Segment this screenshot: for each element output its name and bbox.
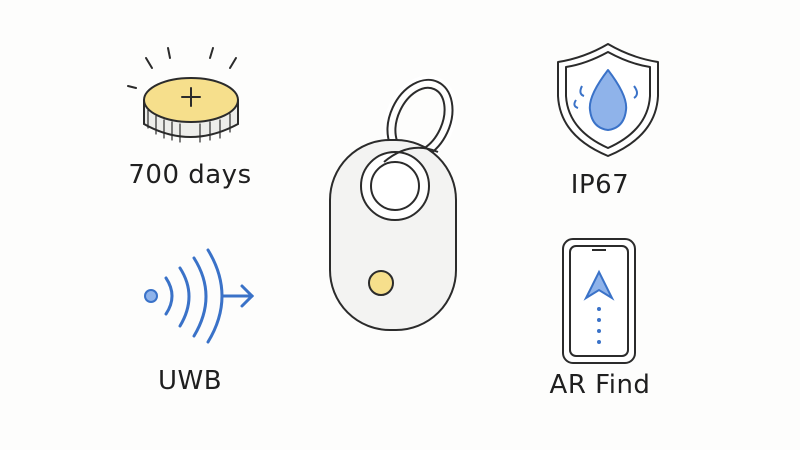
water-shield-icon: [557, 43, 659, 157]
phone-ar-arrow-icon: [562, 238, 636, 364]
water-resistance-label: IP67: [570, 170, 630, 200]
uwb-signal-icon: [144, 248, 255, 344]
uwb-label: UWB: [157, 366, 223, 396]
coin-battery-icon: [127, 47, 239, 143]
smart-tag-keyring-icon: [329, 75, 457, 331]
ar-find-label: AR Find: [549, 370, 651, 400]
battery-life-label: 700 days: [128, 160, 252, 190]
